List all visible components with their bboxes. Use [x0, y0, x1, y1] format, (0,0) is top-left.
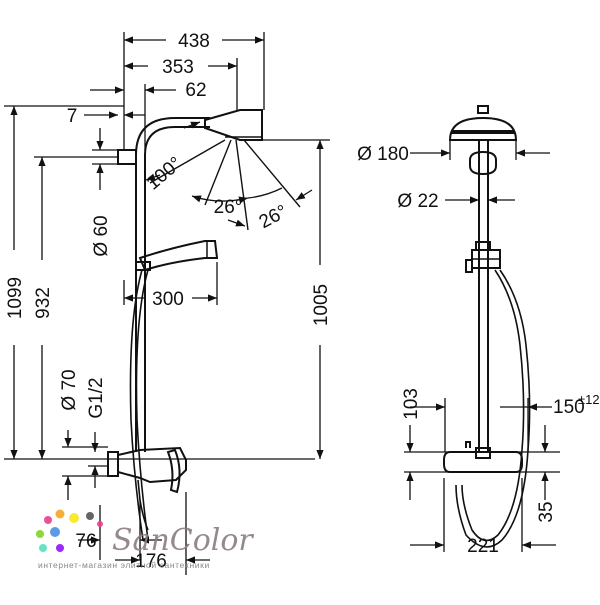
dim-438: 438	[178, 31, 210, 52]
front-bracket	[469, 150, 497, 176]
dim-1005: 1005	[311, 284, 332, 326]
dim-1099: 1099	[5, 277, 26, 319]
watermark: SanColor интернет-магазин элитной сантех…	[36, 509, 254, 570]
mixer-lever	[166, 448, 181, 494]
watermark-tagline: интернет-магазин элитной сантехники	[38, 560, 210, 570]
mixer-body	[117, 446, 187, 484]
dim-300: 300	[152, 289, 184, 310]
head-front	[477, 105, 489, 114]
dim-angle-100: 100°	[143, 153, 187, 194]
dim-932: 932	[33, 287, 54, 319]
left-dimensions	[4, 32, 330, 575]
dim-62: 62	[185, 80, 206, 101]
front-riser-pipe	[478, 140, 489, 452]
overhead-arm	[135, 117, 210, 156]
dim-diameter-180: Ø 180	[357, 144, 409, 165]
front-hose	[461, 269, 525, 542]
overhead-shower-head	[204, 109, 263, 141]
dim-103: 103	[401, 388, 422, 420]
dim-angle-26-b: 26°	[256, 201, 291, 233]
watermark-dots	[36, 509, 103, 552]
dim-76: 76	[75, 531, 96, 552]
dim-tolerance-12: ±12	[578, 392, 600, 407]
slider-knob	[465, 259, 473, 273]
wall-bracket	[117, 149, 137, 165]
dim-diameter-60: Ø 60	[91, 215, 112, 256]
dim-35: 35	[536, 501, 557, 522]
right-dimensions	[404, 140, 560, 552]
dim-angle-26-a: 26°	[214, 197, 243, 218]
dim-353: 353	[162, 57, 194, 78]
dim-thread-g12: G1/2	[86, 377, 107, 418]
left-dimension-labels: 438 353 62 7 100° 26° 26° Ø 60 300 1099 …	[5, 31, 332, 572]
front-lever	[475, 447, 491, 459]
hose	[129, 269, 144, 541]
dim-150: 150	[553, 397, 585, 418]
front-mixer	[443, 451, 523, 473]
right-view	[443, 105, 531, 548]
dim-diameter-22: Ø 22	[397, 191, 438, 212]
dim-221: 221	[467, 536, 499, 557]
spray-lines	[149, 139, 301, 231]
dim-7: 7	[67, 106, 78, 127]
dim-176: 176	[135, 551, 167, 572]
watermark-brand: SanColor	[112, 523, 254, 558]
right-dimension-labels: Ø 180 Ø 22 103 150 ±12 35 221	[357, 144, 599, 557]
hand-shower	[138, 240, 219, 272]
hand-shower-holder	[136, 261, 151, 271]
dim-diameter-70: Ø 70	[59, 369, 80, 410]
